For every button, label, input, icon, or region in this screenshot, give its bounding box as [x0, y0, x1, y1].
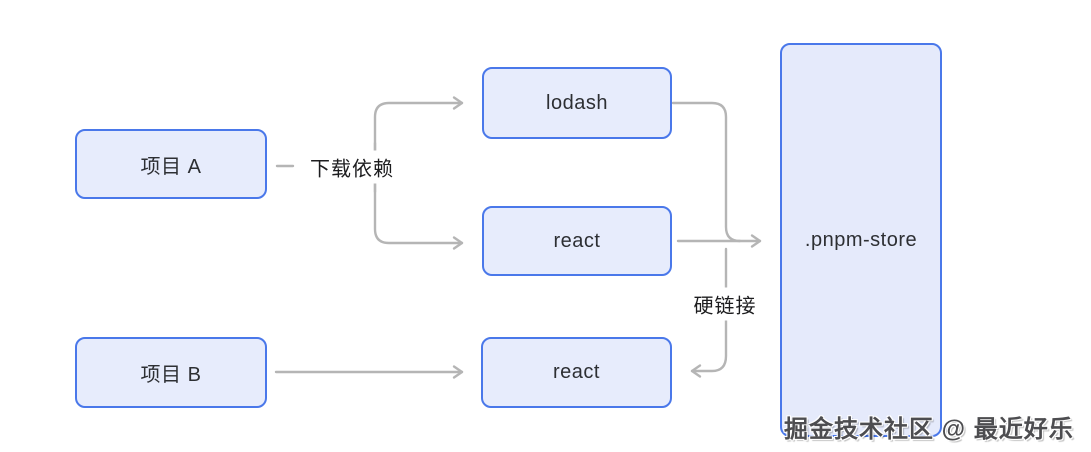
node-lodash-label: lodash: [546, 91, 608, 114]
node-project-b: 项目 B: [75, 337, 267, 408]
edge-label-hard-link: 硬链接: [688, 287, 762, 321]
node-project-a-label: 项目 A: [140, 155, 202, 178]
node-pnpm-store: .pnpm-store: [780, 43, 942, 437]
node-react-b-label: react: [553, 361, 600, 383]
node-react-a: react: [482, 206, 672, 276]
edge-hardlink-to-react-b: [690, 247, 728, 378]
edge-fork-to-lodash: [373, 96, 464, 194]
node-pnpm-store-label: .pnpm-store: [804, 228, 918, 251]
edge-label-download-deps: 下载依赖: [305, 150, 399, 184]
edge-lodash-to-junction: [671, 101, 742, 243]
node-react-b: react: [481, 337, 672, 408]
node-lodash: lodash: [482, 67, 672, 139]
node-project-b-label: 项目 B: [140, 364, 202, 386]
watermark: 掘金技术社区 @ 最近好乐: [784, 416, 1074, 443]
node-react-a-label: react: [553, 229, 601, 252]
node-project-a: 项目 A: [75, 129, 267, 199]
edge-fork-to-react-a: [373, 141, 464, 250]
